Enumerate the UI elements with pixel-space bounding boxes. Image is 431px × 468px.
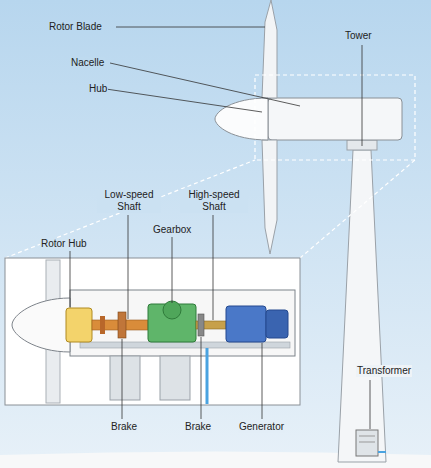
rotor-hub (66, 308, 92, 342)
support (110, 356, 140, 400)
part-label: Low-speed Shaft (97, 189, 161, 213)
transformer-detail (359, 436, 375, 437)
projection-line (5, 160, 255, 258)
leader-line (362, 45, 363, 146)
projection-line (300, 160, 415, 258)
rotor-blade (262, 140, 277, 254)
brake-disc (118, 312, 126, 338)
part-label: Transformer (356, 365, 412, 377)
rotor-blade (262, 0, 277, 98)
leader-line (106, 89, 262, 112)
inset-frame (5, 258, 300, 405)
part-label: Tower (344, 30, 373, 42)
leader-line (262, 343, 263, 419)
leader-lines (70, 27, 370, 429)
leader-line (370, 380, 371, 429)
leader-line (128, 215, 129, 319)
brake-disc (198, 314, 204, 336)
leader-line (201, 337, 202, 419)
part-label: Rotor Hub (40, 238, 88, 250)
tower (338, 150, 386, 462)
gear (163, 301, 181, 319)
support (160, 356, 190, 400)
coupling (100, 316, 105, 334)
leader-line (110, 63, 300, 106)
bed-plate (80, 342, 290, 348)
focus-frame (255, 75, 415, 160)
part-label: Gearbox (152, 224, 192, 236)
part-label: Generator (238, 421, 285, 433)
inset-nacelle (70, 290, 295, 356)
part-label: High-speed Shaft (180, 189, 248, 213)
generator-end (266, 310, 288, 338)
part-label: Rotor Blade (48, 21, 103, 33)
hub-spinner (215, 98, 268, 140)
transformer-detail (359, 442, 375, 443)
leader-line (116, 27, 265, 28)
part-label: Brake (110, 421, 138, 433)
generator (226, 306, 266, 342)
inset-spinner (12, 298, 70, 352)
power-cable (378, 451, 386, 453)
leader-line (70, 251, 71, 307)
leader-line (213, 215, 214, 320)
leader-line (122, 339, 123, 419)
nacelle (268, 98, 402, 140)
part-label: Brake (184, 421, 212, 433)
part-label: Nacelle (70, 57, 105, 69)
transformer (356, 430, 378, 456)
leader-line (172, 237, 173, 303)
power-cable (206, 348, 209, 404)
part-label: Hub (88, 83, 108, 95)
